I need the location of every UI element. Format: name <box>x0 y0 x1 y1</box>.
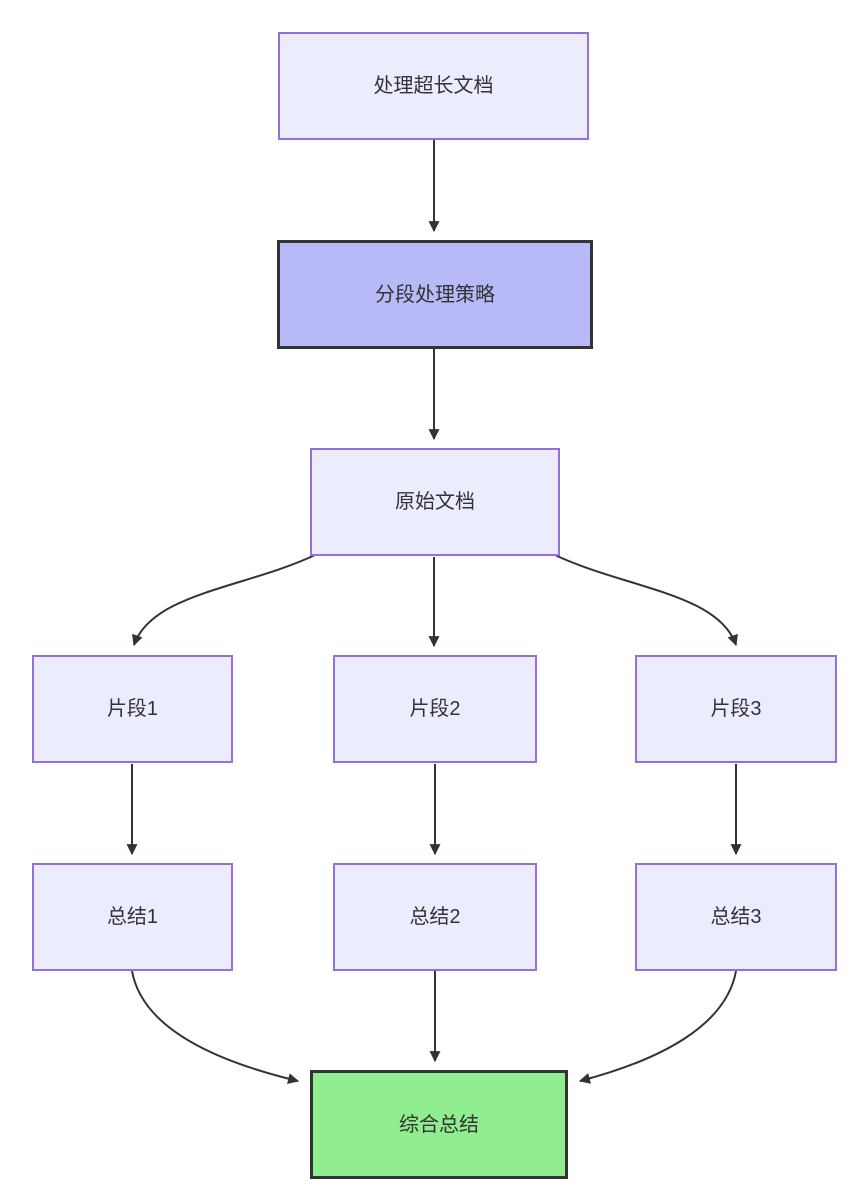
node-fragment-1-label: 片段1 <box>106 698 159 720</box>
edge-original-to-fragment3 <box>554 554 738 647</box>
node-process-long-doc: 处理超长文档 <box>278 32 589 140</box>
node-summary-2-label: 总结2 <box>409 906 461 928</box>
node-final-summary-label: 综合总结 <box>399 1113 479 1136</box>
node-summary-3-label: 总结3 <box>710 906 762 928</box>
node-summary-1-label: 总结1 <box>106 906 159 928</box>
node-final-summary: 综合总结 <box>310 1070 568 1179</box>
node-fragment-2: 片段2 <box>333 655 537 763</box>
node-process-long-doc-label: 处理超长文档 <box>373 75 494 97</box>
edge-original-to-fragment1 <box>132 554 316 647</box>
node-original-document-label: 原始文档 <box>395 491 475 513</box>
node-segmentation-strategy-label: 分段处理策略 <box>375 283 495 306</box>
node-summary-3: 总结3 <box>635 863 837 971</box>
node-fragment-1: 片段1 <box>32 655 233 763</box>
node-summary-2: 总结2 <box>333 863 537 971</box>
edge-summary3-to-final <box>578 970 737 1084</box>
node-fragment-3: 片段3 <box>635 655 837 763</box>
node-fragment-3-label: 片段3 <box>710 698 762 720</box>
node-fragment-2-label: 片段2 <box>409 698 461 720</box>
node-original-document: 原始文档 <box>310 448 560 556</box>
node-summary-1: 总结1 <box>32 863 233 971</box>
edge-summary1-to-final <box>131 970 300 1085</box>
node-segmentation-strategy: 分段处理策略 <box>277 240 593 349</box>
